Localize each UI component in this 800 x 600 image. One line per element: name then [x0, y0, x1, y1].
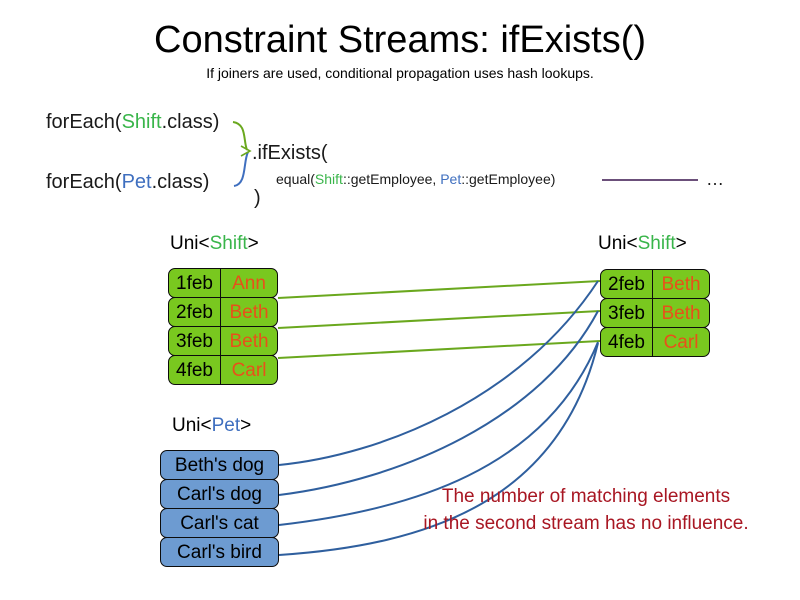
shift-date: 2feb	[169, 298, 221, 326]
equal-pet-method: ::getEmployee)	[461, 171, 556, 187]
code-line-equal: equal(Shift::getEmployee, Pet::getEmploy…	[276, 170, 555, 188]
table-row[interactable]: 3feb Beth	[168, 326, 278, 356]
shift-employee: Beth	[229, 330, 269, 352]
table-row[interactable]: Carl's dog	[160, 479, 279, 509]
wire-pet-beths-dog	[278, 280, 599, 466]
label-left-uni-shift: Uni<Shift>	[170, 233, 259, 255]
foreach-pet-prefix: forEach(	[46, 171, 122, 193]
label-left-suffix: >	[247, 233, 259, 254]
shift-employee: Carl	[663, 331, 699, 353]
label-left-type: Shift	[209, 233, 248, 254]
shift-employee: Beth	[661, 273, 701, 295]
stream-left-uni-shift: 1feb Ann 2feb Beth 3feb Beth 4feb Carl	[168, 268, 278, 385]
table-row[interactable]: 2feb Beth	[168, 297, 278, 327]
table-row[interactable]: 3feb Beth	[600, 298, 710, 328]
code-line-ifexists: .ifExists(	[252, 142, 328, 164]
pet-name: Carl's dog	[177, 483, 262, 505]
annotation-line-1: The number of matching elements	[441, 486, 731, 507]
shift-employee: Ann	[232, 272, 266, 294]
wire-shift-4feb	[277, 340, 601, 359]
stream-uni-pet: Beth's dog Carl's dog Carl's cat Carl's …	[160, 450, 279, 567]
shift-date: 3feb	[601, 299, 653, 327]
table-row[interactable]: Carl's bird	[160, 537, 279, 567]
label-uni-pet: Uni<Pet>	[172, 415, 251, 437]
foreach-shift-prefix: forEach(	[46, 111, 122, 133]
pet-name: Carl's bird	[177, 541, 262, 563]
shift-employee: Carl	[231, 359, 267, 381]
brace-pet-to-ifexists	[233, 151, 249, 187]
foreach-shift-class: Shift	[121, 111, 162, 133]
table-row[interactable]: 4feb Carl	[600, 327, 710, 357]
shift-date: 3feb	[169, 327, 221, 355]
code-line-foreach-shift: forEach(Shift.class)	[46, 110, 219, 134]
equal-prefix: equal(	[276, 171, 315, 187]
page-title: Constraint Streams: ifExists()	[154, 19, 646, 61]
foreach-shift-suffix: .class)	[161, 111, 220, 133]
annotation-note: The number of matching elements in the s…	[400, 483, 772, 537]
wire-shift-3feb	[277, 310, 601, 329]
table-row[interactable]: 1feb Ann	[168, 268, 278, 298]
shift-date: 4feb	[169, 356, 221, 384]
code-line-close-paren: )	[254, 187, 261, 209]
equal-shift-class: Shift	[314, 171, 343, 187]
code-ellipsis: …	[706, 169, 724, 189]
code-line-foreach-pet: forEach(Pet.class)	[46, 170, 209, 194]
label-right-suffix: >	[675, 233, 687, 254]
pet-name: Beth's dog	[174, 454, 265, 476]
equal-pet-class: Pet	[440, 171, 462, 187]
shift-employee: Beth	[229, 301, 269, 323]
pet-name: Carl's cat	[180, 512, 259, 534]
table-row[interactable]: Beth's dog	[160, 450, 279, 480]
wire-shift-2feb	[277, 280, 601, 299]
shift-date: 4feb	[601, 328, 653, 356]
label-pet-suffix: >	[240, 415, 252, 436]
equal-shift-method: ::getEmployee,	[342, 171, 441, 187]
table-row[interactable]: 2feb Beth	[600, 269, 710, 299]
foreach-pet-suffix: .class)	[151, 171, 210, 193]
page-subtitle: If joiners are used, conditional propaga…	[206, 65, 594, 81]
label-pet-type: Pet	[211, 415, 241, 436]
table-row[interactable]: Carl's cat	[160, 508, 279, 538]
label-left-prefix: Uni<	[170, 233, 210, 254]
table-row[interactable]: 4feb Carl	[168, 355, 278, 385]
label-right-uni-shift: Uni<Shift>	[598, 233, 687, 255]
shift-date: 2feb	[601, 270, 653, 298]
stream-right-uni-shift: 2feb Beth 3feb Beth 4feb Carl	[600, 269, 710, 357]
shift-date: 1feb	[169, 269, 221, 297]
brace-shift-to-ifexists	[232, 121, 248, 151]
shift-employee: Beth	[661, 302, 701, 324]
label-pet-prefix: Uni<	[172, 415, 212, 436]
wire-pet-carls-dog	[278, 310, 599, 496]
brace-tip-icon	[240, 145, 252, 157]
label-right-prefix: Uni<	[598, 233, 638, 254]
label-right-type: Shift	[637, 233, 676, 254]
foreach-pet-class: Pet	[121, 171, 152, 193]
annotation-line-2: in the second stream has no influence.	[423, 513, 749, 534]
